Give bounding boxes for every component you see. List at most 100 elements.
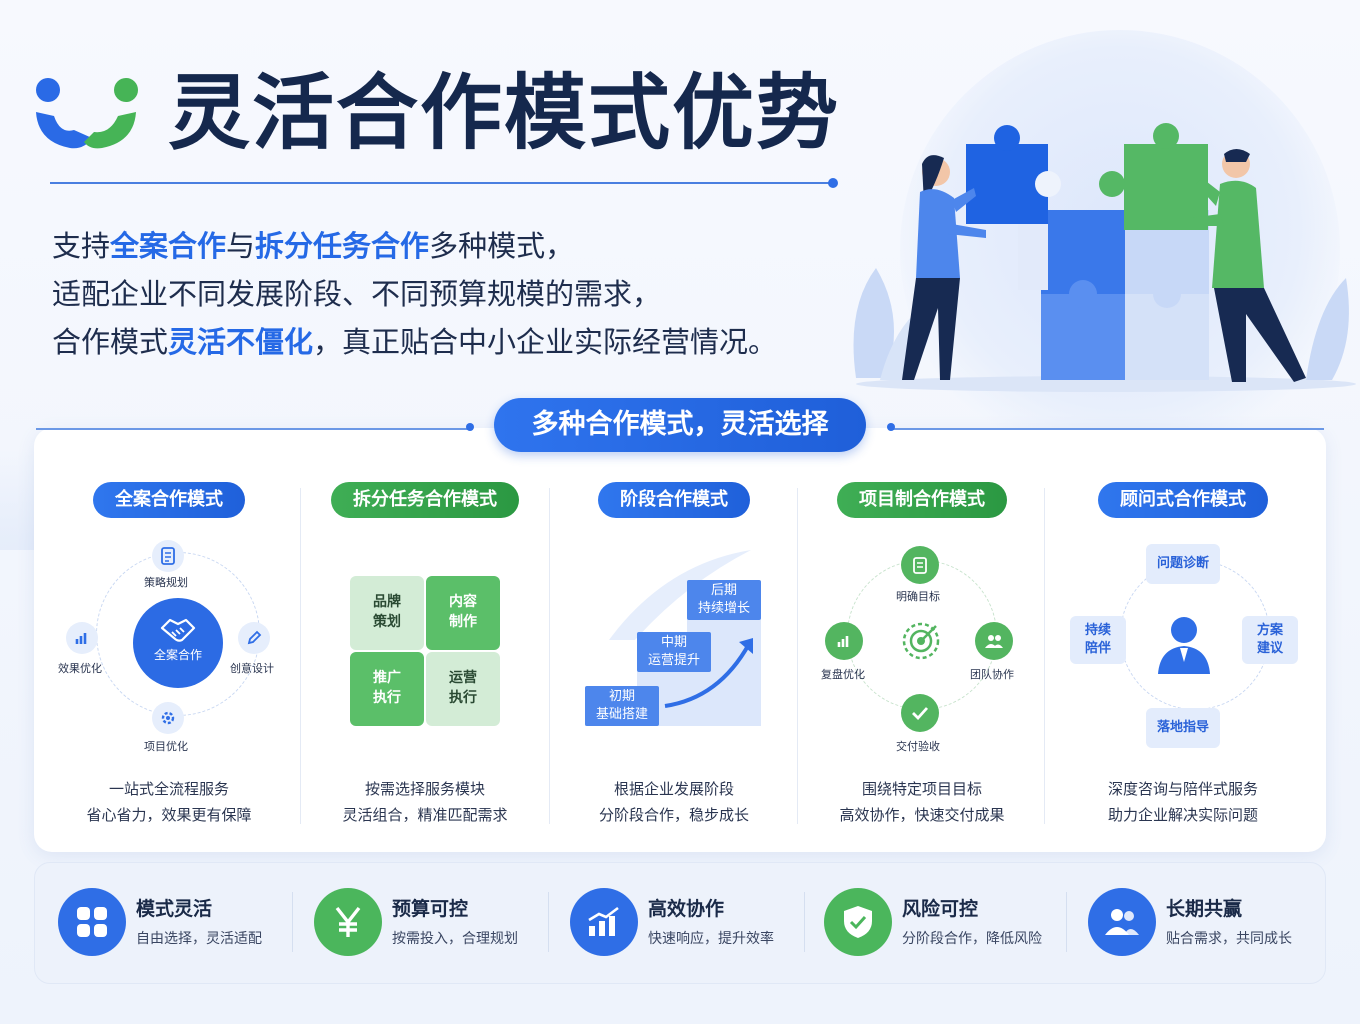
node-label-right: 创意设计 [230,662,274,675]
stage-task: 基础搭建 [595,707,648,722]
feature-divider [804,892,805,952]
swoosh-decoration [609,550,751,640]
feature-title: 风险可控 [902,898,979,920]
growth-arrow-icon [664,638,753,708]
stage-phase: 后期 [710,583,737,598]
mode-description: 围绕特定项目目标 高效协作，快速交付成果 [797,776,1047,828]
title-underline-dot [828,178,838,188]
panel-top-line-right [890,428,1324,430]
node-label-left: 效果优化 [58,662,102,675]
desc-line: 按需选择服务模块 [364,780,485,798]
node-guidance: 落地指导 [1146,708,1220,748]
column-divider [1044,488,1045,824]
feature-desc: 自由选择，灵活适配 [136,931,262,947]
document-icon [152,540,184,572]
mode-title: 全案合作模式 [93,482,245,518]
column-divider [300,488,301,824]
feature-desc: 贴合需求，共同成长 [1166,931,1292,947]
puzzle-piece-content: 内容 制作 [426,576,500,650]
panel-top-line-left [36,428,468,430]
mode-card-full-case: 全案合作模式 全案合作 策略规划 创意设计 项目优化 效果优化 一站式全流程服务… [44,480,294,830]
intro-line-1: 支持全案合作与拆分任务合作多种模式， [52,222,852,270]
mode-card-split-task: 拆分任务合作模式 品牌 策划 内容 制作 推广 执行 运营 执行 按需选择服务模… [300,480,550,830]
panel-dot-right [887,423,895,431]
stage-phase: 中期 [660,635,687,650]
center-node: 全案合作 [133,598,223,688]
handshake-logo-icon [36,78,138,149]
team-icon [975,622,1013,660]
intro-text-part: 合作模式 [52,325,169,359]
shield-check-icon [824,888,892,956]
stage-early: 初期 基础搭建 [585,686,659,726]
stage-task: 运营提升 [647,653,700,668]
mode-description: 深度咨询与陪伴式服务 助力企业解决实际问题 [1058,776,1308,828]
feature-flexible: 模式灵活 自由选择，灵活适配 [58,888,298,958]
feature-desc: 按需投入，合理规划 [392,931,518,947]
node-label-top: 明确目标 [896,590,940,603]
mode-card-consultant: 顾问式合作模式 问题诊断 方案 建议 落地指导 持续 陪伴 深度咨询与陪伴式服务… [1058,480,1308,830]
consultant-avatar-icon [1158,617,1210,674]
feature-desc: 分阶段合作，降低风险 [902,931,1042,947]
mode-title: 顾问式合作模式 [1098,482,1268,518]
feature-divider [548,892,549,952]
mode-description: 按需选择服务模块 灵活组合，精准匹配需求 [300,776,550,828]
node-label-bottom: 项目优化 [144,740,188,753]
feature-desc: 快速响应，提升效率 [648,931,774,947]
bar-chart-icon [825,622,863,660]
node-label-top: 策略规划 [144,576,188,589]
yen-icon [314,888,382,956]
node-accompany: 持续 陪伴 [1070,616,1126,664]
column-divider [549,488,550,824]
node-label-right: 团队协作 [970,668,1014,681]
desc-line: 省心省力，效果更有保障 [86,806,252,824]
intro-text-part: 多种模式， [429,229,575,263]
desc-line: 一站式全流程服务 [108,780,229,798]
feature-title: 高效协作 [648,898,725,920]
section-title-pill: 多种合作模式，灵活选择 [494,398,866,452]
piece-label: 运营 执行 [449,670,477,706]
grid-icon [58,888,126,956]
column-divider [797,488,798,824]
stage-middle: 中期 运营提升 [637,632,711,672]
feature-divider [292,892,293,952]
feature-efficiency: 高效协作 快速响应，提升效率 [570,888,810,958]
puzzle-people-illustration [853,123,1356,392]
target-icon [902,622,940,660]
feature-risk: 风险可控 分阶段合作，降低风险 [824,888,1064,958]
puzzle-piece-promotion: 推广 执行 [350,652,424,726]
pen-icon [238,622,270,654]
feature-title: 模式灵活 [136,898,213,920]
mode-title: 项目制合作模式 [837,482,1007,518]
desc-line: 围绕特定项目目标 [861,780,982,798]
node-proposal: 方案 建议 [1242,616,1298,664]
feature-title: 预算可控 [392,898,469,920]
piece-label: 推广 执行 [373,670,401,706]
highlight-full-case: 全案合作 [110,229,227,263]
mode-title: 阶段合作模式 [598,482,750,518]
chart-up-icon [570,888,638,956]
intro-text-part: 与 [226,229,256,263]
intro-text: 支持全案合作与拆分任务合作多种模式， 适配企业不同发展阶段、不同预算规模的需求，… [52,222,852,366]
feature-divider [1066,892,1067,952]
page-title: 灵活合作模式优势 [168,66,841,161]
feature-title: 长期共赢 [1166,898,1243,920]
title-underline [50,182,836,184]
feature-win-win: 长期共赢 贴合需求，共同成长 [1088,888,1328,958]
stage-task: 持续增长 [697,601,750,616]
check-icon [901,694,939,732]
intro-line-2: 适配企业不同发展阶段、不同预算规模的需求， [52,277,662,311]
puzzle-piece-brand: 品牌 策划 [350,576,424,650]
desc-line: 分阶段合作，稳步成长 [598,806,749,824]
piece-label: 品牌 策划 [373,594,401,630]
mode-description: 根据企业发展阶段 分阶段合作，稳步成长 [549,776,799,828]
highlight-split-task: 拆分任务合作 [255,229,430,263]
piece-label: 内容 制作 [449,594,477,630]
mode-card-stage: 阶段合作模式 初期 基础搭建 中期 运营提升 后期 持续增长 根据企业发展阶段 … [549,480,799,830]
center-label: 全案合作 [153,648,202,662]
mode-description: 一站式全流程服务 省心省力，效果更有保障 [44,776,294,828]
intro-line-3: 合作模式灵活不僵化，真正贴合中小企业实际经营情况。 [52,318,852,366]
gear-icon [152,702,184,734]
handshake-icon [160,618,196,642]
desc-line: 助力企业解决实际问题 [1107,806,1258,824]
intro-text-part: 支持 [52,229,111,263]
